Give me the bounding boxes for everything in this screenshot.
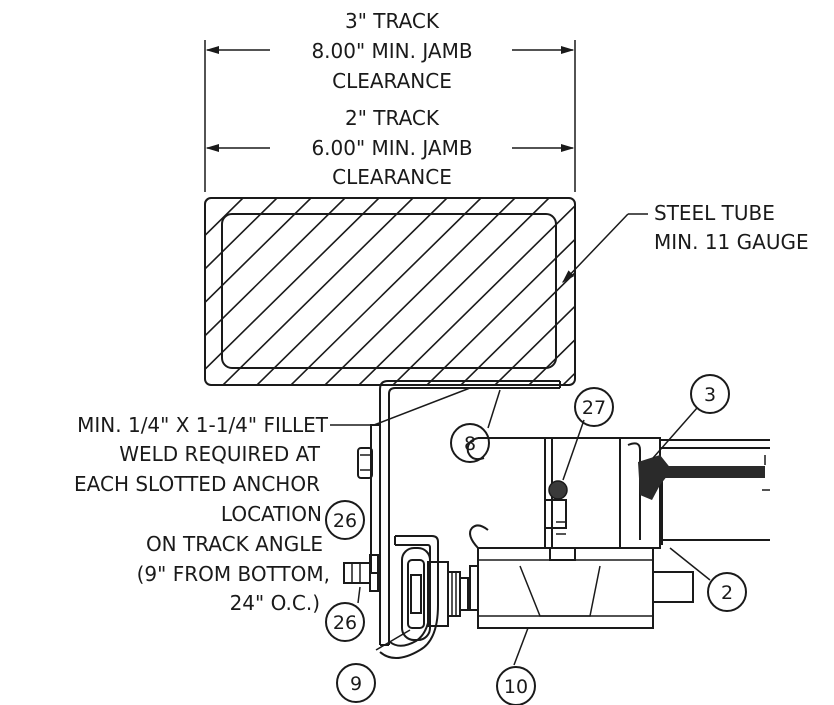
hatch-line	[358, 198, 550, 385]
hatch-line	[0, 198, 175, 385]
roller-wheel	[401, 547, 469, 641]
hatch-line	[494, 198, 575, 385]
anchor-bolt-upper	[357, 447, 373, 479]
track-3in-label: 3" TRACK	[345, 9, 440, 33]
callout-26-upper: 26	[325, 500, 365, 540]
jamb-clearance-dimension	[204, 40, 576, 192]
hatch-line	[222, 198, 414, 385]
weld-note-line5: ON TRACK ANGLE	[146, 532, 323, 556]
hatch-line	[324, 198, 516, 385]
door-extrusion	[466, 437, 770, 549]
fillet-weld-leader	[330, 387, 471, 426]
steel-tube-note-line2: MIN. 11 GAUGE	[654, 230, 809, 254]
svg-text:26: 26	[333, 612, 357, 634]
anchor-bolt-lower	[343, 554, 379, 592]
callout-2: 2	[707, 572, 747, 612]
callout-8: 8	[450, 423, 490, 463]
track-2in-label: 2" TRACK	[345, 106, 440, 130]
svg-text:26: 26	[333, 510, 357, 532]
hatch-line	[290, 198, 482, 385]
weld-note-line1: MIN. 1/4" X 1-1/4" FILLET	[77, 413, 329, 437]
track-3in-clearance: 8.00" MIN. JAMB	[311, 39, 472, 63]
weld-note: MIN. 1/4" X 1-1/4" FILLET WELD REQUIRED …	[74, 413, 330, 615]
svg-text:8: 8	[464, 433, 476, 455]
hatch-line	[205, 198, 346, 385]
hatch-line	[256, 198, 448, 385]
steel-tube-note-line1: STEEL TUBE	[654, 201, 775, 225]
hatch-line	[426, 198, 575, 385]
callout-10: 10	[496, 666, 536, 705]
svg-text:3: 3	[704, 384, 716, 406]
hatch-line	[205, 198, 312, 385]
hatch-line	[528, 198, 575, 385]
hatch-line	[205, 198, 380, 385]
callout-leaders	[357, 389, 711, 666]
weld-note-line7: 24" O.C.)	[230, 591, 320, 615]
glazing-gasket	[638, 455, 765, 500]
callout-27: 27	[574, 387, 614, 427]
weld-note-line6: (9" FROM BOTTOM,	[137, 562, 330, 586]
steel-tube	[0, 197, 787, 386]
bottom-rail	[469, 547, 694, 629]
track-2in-clearance: 6.00" MIN. JAMB	[311, 136, 472, 160]
steel-tube-leader	[562, 213, 648, 283]
hatch-line	[205, 198, 244, 385]
svg-text:27: 27	[582, 397, 606, 419]
svg-text:2: 2	[721, 582, 733, 604]
svg-text:9: 9	[350, 673, 362, 695]
weld-note-line4: LOCATION	[221, 502, 322, 526]
hatch-line	[392, 198, 575, 385]
track-3in-clearance-word: CLEARANCE	[332, 69, 452, 93]
hatch-line	[205, 198, 278, 385]
hatch-line	[562, 198, 575, 385]
svg-text:10: 10	[504, 676, 528, 698]
seal-27	[548, 480, 568, 500]
callout-3: 3	[690, 374, 730, 414]
weld-note-line3: EACH SLOTTED ANCHOR	[74, 472, 320, 496]
callout-9: 9	[336, 663, 376, 703]
weld-note-line2: WELD REQUIRED AT	[119, 442, 321, 466]
hatch-line	[205, 198, 210, 385]
track-2in-clearance-word: CLEARANCE	[332, 165, 452, 189]
hatch-line	[597, 198, 787, 385]
callout-26-lower: 26	[325, 602, 365, 642]
